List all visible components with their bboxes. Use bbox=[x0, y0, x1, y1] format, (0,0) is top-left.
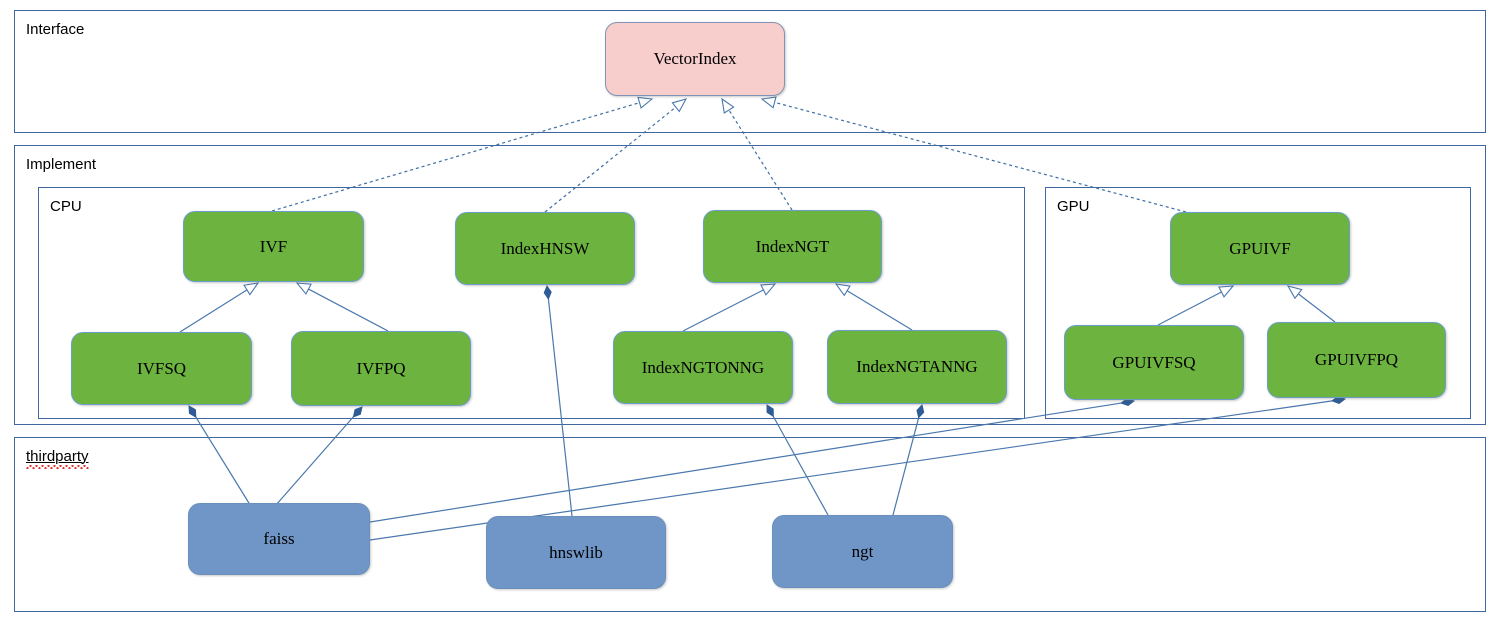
node-gpuivfpq[interactable]: GPUIVFPQ bbox=[1267, 322, 1446, 398]
node-indexngtanng[interactable]: IndexNGTANNG bbox=[827, 330, 1007, 404]
node-label-vectorindex: VectorIndex bbox=[653, 49, 737, 68]
node-ivfsq[interactable]: IVFSQ bbox=[71, 332, 252, 405]
node-indexngtonng[interactable]: IndexNGTONNG bbox=[613, 331, 793, 404]
node-ivfpq[interactable]: IVFPQ bbox=[291, 331, 471, 406]
node-indexngt[interactable]: IndexNGT bbox=[703, 210, 882, 283]
node-label-ivf: IVF bbox=[259, 236, 288, 256]
node-label-indexngtonng: IndexNGTONNG bbox=[641, 357, 765, 377]
node-label-gpuivfsq: GPUIVFSQ bbox=[1112, 352, 1196, 372]
node-indexhnsw[interactable]: IndexHNSW bbox=[455, 212, 635, 285]
node-label-indexngtanng: IndexNGTANNG bbox=[856, 357, 978, 376]
node-vectorindex[interactable]: VectorIndex bbox=[605, 22, 785, 96]
panel-label-implement: Implement bbox=[26, 156, 97, 173]
panel-label-gpu: GPU bbox=[1057, 198, 1090, 215]
spellcheck-squiggle bbox=[26, 465, 89, 469]
node-label-indexngt: IndexNGT bbox=[755, 236, 830, 256]
panel-label-cpu: CPU bbox=[50, 198, 82, 215]
node-ngt[interactable]: ngt bbox=[772, 515, 953, 588]
node-label-ngt: ngt bbox=[851, 541, 874, 561]
node-label-ivfpq: IVFPQ bbox=[356, 358, 406, 378]
node-label-hnswlib: hnswlib bbox=[549, 542, 603, 562]
node-label-gpuivf: GPUIVF bbox=[1229, 238, 1291, 258]
node-label-indexhnsw: IndexHNSW bbox=[500, 238, 590, 258]
node-gpuivfsq[interactable]: GPUIVFSQ bbox=[1064, 325, 1244, 400]
node-gpuivf[interactable]: GPUIVF bbox=[1170, 212, 1350, 285]
node-ivf[interactable]: IVF bbox=[183, 211, 364, 282]
panel-label-thirdparty: thirdparty bbox=[26, 449, 89, 469]
node-label-ivfsq: IVFSQ bbox=[136, 358, 187, 378]
node-hnswlib[interactable]: hnswlib bbox=[486, 516, 666, 589]
node-faiss[interactable]: faiss bbox=[188, 503, 370, 575]
panel-label-interface: Interface bbox=[26, 21, 85, 38]
node-label-faiss: faiss bbox=[263, 529, 295, 548]
node-label-gpuivfpq: GPUIVFPQ bbox=[1314, 350, 1399, 369]
